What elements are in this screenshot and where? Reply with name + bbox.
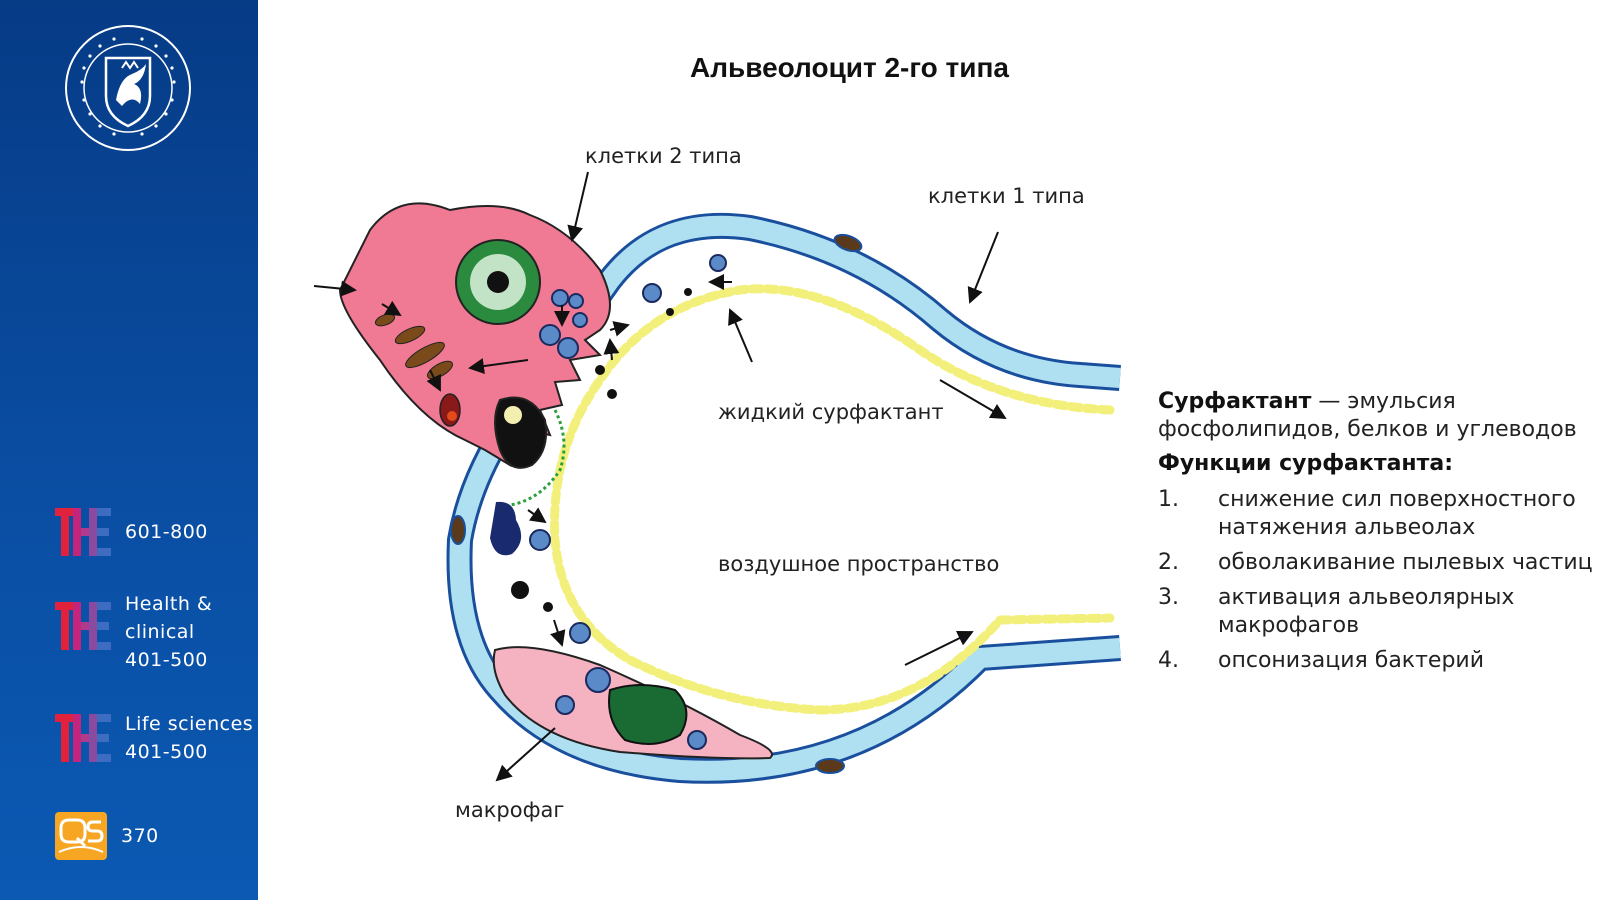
- university-logo: [65, 25, 191, 151]
- function-item: 2. обволакивание пылевых частиц: [1158, 549, 1598, 577]
- ranking-text: 370: [121, 825, 159, 847]
- label-type2-cells: клетки 2 типа: [585, 144, 742, 168]
- alveolus-diagram: клетки 2 типа клетки 1 типа жидкий сурфа…: [300, 120, 1140, 840]
- function-number: 2.: [1158, 550, 1179, 575]
- function-item: 4. опсонизация бактерий: [1158, 647, 1598, 675]
- type2-cell: [338, 202, 611, 468]
- surfactant-description: Сурфактант — эмульсия фосфолипидов, белк…: [1158, 388, 1598, 682]
- functions-title: Функции сурфактанта:: [1158, 451, 1454, 476]
- function-item: 3. активация альвеолярных макрофагов: [1158, 584, 1598, 640]
- function-number: 1.: [1158, 487, 1179, 512]
- function-number: 3.: [1158, 585, 1179, 610]
- ranking-text: 601-800: [125, 521, 208, 543]
- function-item: 1. снижение сил поверхностного натяжения…: [1158, 486, 1598, 542]
- function-text: активация альвеолярных макрофагов: [1218, 585, 1515, 638]
- functions-list: 1. снижение сил поверхностного натяжения…: [1158, 486, 1598, 675]
- function-text: обволакивание пылевых частиц: [1218, 550, 1593, 575]
- the-logo-icon: [55, 508, 111, 556]
- label-macrophage: макрофаг: [455, 798, 565, 822]
- function-number: 4.: [1158, 648, 1179, 673]
- ranking-the-health: Health & clinical 401-500: [55, 590, 212, 674]
- label-air-space: воздушное пространство: [718, 552, 1000, 576]
- function-text: опсонизация бактерий: [1218, 648, 1485, 673]
- ranking-the-overall: 601-800: [55, 508, 208, 556]
- the-logo-icon: [55, 602, 111, 650]
- label-type1-cells: клетки 1 типа: [928, 184, 1085, 208]
- surfactant-term: Сурфактант: [1158, 389, 1312, 414]
- ranking-text: Life sciences 401-500: [125, 713, 254, 763]
- label-liquid-surfactant: жидкий сурфактант: [718, 400, 944, 424]
- alveolus-illustration: [313, 171, 1121, 784]
- ranking-the-life-sciences: Life sciences 401-500: [55, 710, 253, 766]
- the-logo-icon: [55, 714, 111, 762]
- sidebar: 601-800 Health & clinical 401-500 Life s…: [0, 0, 258, 900]
- ranking-text: Health & clinical 401-500: [125, 593, 213, 671]
- surfactant-definition: Сурфактант — эмульсия фосфолипидов, белк…: [1158, 388, 1598, 444]
- function-text: снижение сил поверхностного натяжения ал…: [1218, 487, 1576, 540]
- qs-logo-icon: [55, 812, 107, 860]
- slide-title: Альвеолоцит 2-го типа: [690, 52, 1009, 83]
- ranking-qs: 370: [55, 812, 159, 860]
- surfactant-definition-text: — эмульсия фосфолипидов, белков и углево…: [1158, 389, 1577, 442]
